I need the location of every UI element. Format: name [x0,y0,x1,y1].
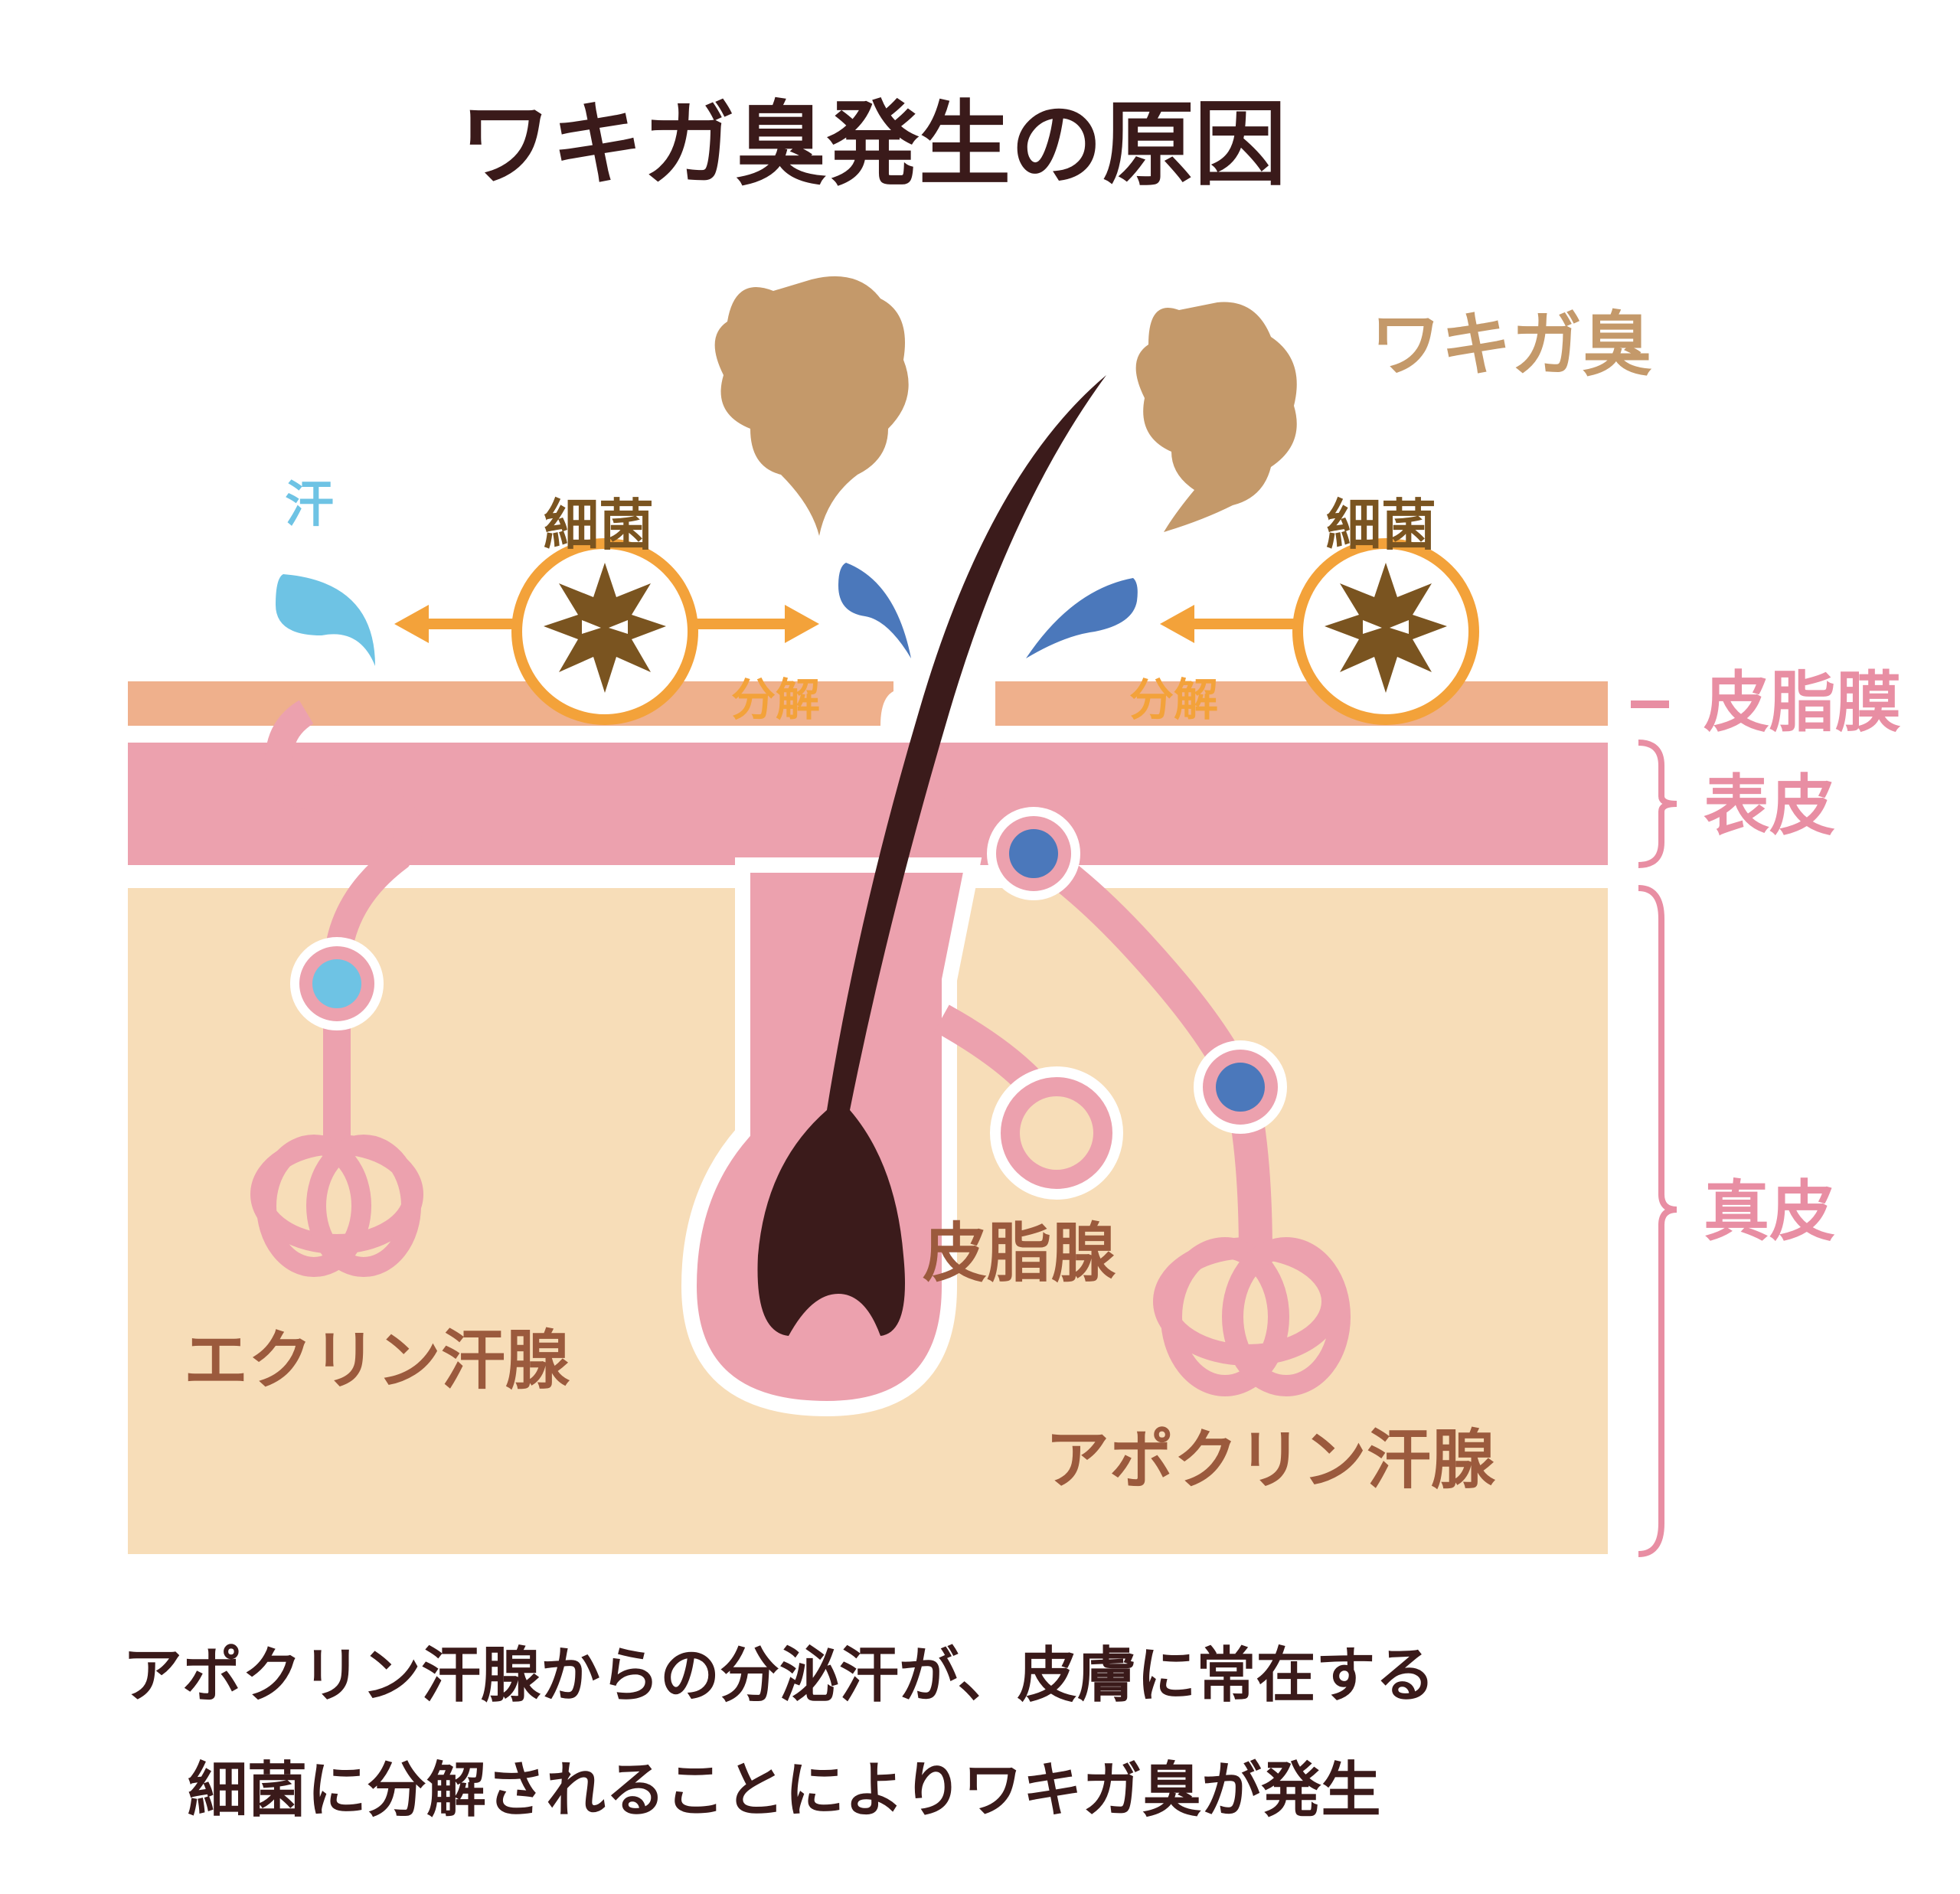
sweat-label: 汗 [285,477,334,534]
sebaceous-gland-core [1020,1096,1093,1170]
caption-line-2: 細菌に分解されることによりワキガ臭が発生 [188,1756,1381,1825]
arrow-left-head [394,605,429,643]
sebaceous-gland-label: 皮脂腺 [923,1216,1116,1291]
apocrine-node-lower-core [1216,1063,1265,1112]
bacteria-eyes [582,620,1409,634]
eccrine-node-core [312,959,361,1008]
eccrine-gland-label: エクリン汗腺 [184,1323,570,1398]
sebum-film-left [128,681,893,726]
smell-label: ワキガ臭 [1370,304,1653,386]
dermis-label: 真皮 [1704,1174,1835,1250]
bacteria-label-right: 細菌 [1326,493,1437,557]
arrow-right-head [785,605,819,643]
bacteria-label-left: 細菌 [544,493,655,557]
sebum-film-right [995,681,1608,726]
apocrine-coil [1153,1237,1351,1396]
dermis-bracket [1638,885,1677,1557]
sebum-film-label: 皮脂膜 [1704,665,1901,741]
page-title: ワキガ臭発生の原因 [459,92,1286,198]
eccrine-sweat-drop [276,574,375,666]
apocrine-sweat-drop-left [838,563,911,658]
smell-cloud-right [1135,302,1297,532]
apocrine-gland-label: アポクリン汗腺 [1045,1422,1496,1497]
decompose-label-left: 分解 [731,674,821,726]
eccrine-duct [265,700,423,1148]
smell-cloud-left [714,276,909,536]
eccrine-coil [250,1135,423,1277]
epidermis-bracket [1638,740,1677,868]
apocrine-sweat-drop-right [1026,578,1138,658]
epidermis-label: 表皮 [1704,768,1835,844]
arrow-right-side-head [1160,605,1194,643]
bacterium-left-icon [544,563,666,693]
decompose-label-right: 分解 [1129,674,1219,726]
caption-line-1: アポクリン汗腺からの分泌汗が、皮膚に常在する [122,1641,1436,1710]
hair-bulb [789,1294,880,1336]
apocrine-node-upper-core [1009,829,1058,878]
hair-strand [757,375,1106,1336]
bacterium-right-icon [1325,563,1447,693]
